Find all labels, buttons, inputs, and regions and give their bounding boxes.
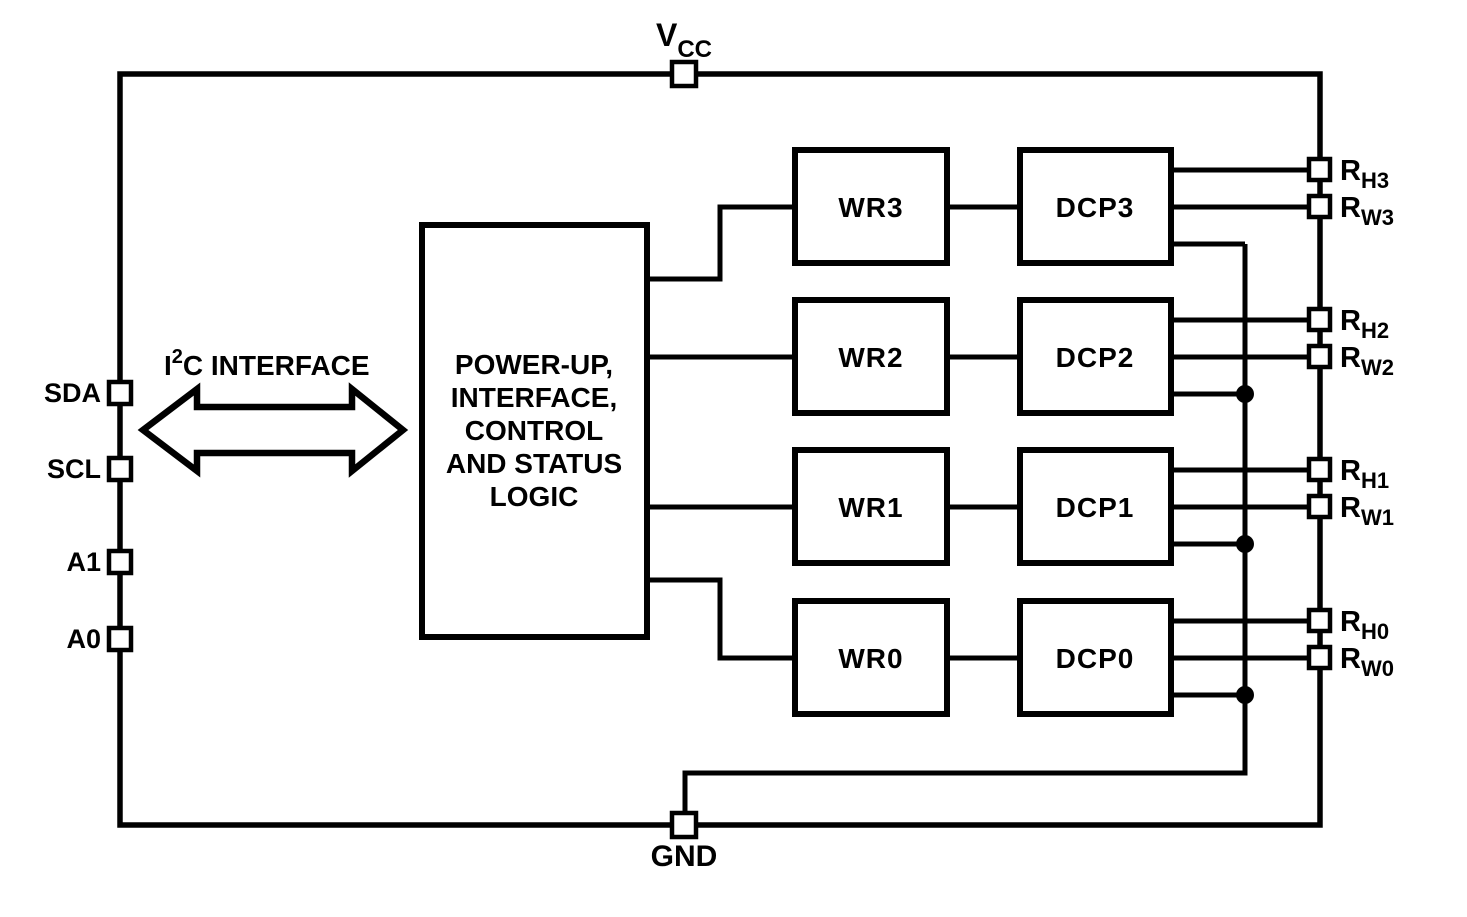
junction-dot-dcp1-low: [1236, 535, 1254, 553]
rh2-pin: [1306, 306, 1333, 333]
wire-ground-bus: [682, 244, 1248, 820]
logic-block-label-line3: CONTROL: [465, 415, 603, 446]
i2c-interface-label: I2C INTERFACE: [164, 346, 370, 381]
i2c-bidirectional-arrow-icon: [137, 382, 409, 478]
sda-label: SDA: [44, 378, 101, 408]
scl-label: SCL: [47, 454, 101, 484]
rw0-pin: [1306, 644, 1333, 671]
wr2-block: [792, 297, 950, 416]
rw3-label: RW3: [1340, 192, 1394, 230]
rw2-label: RW2: [1340, 342, 1394, 380]
rh3-pin: [1306, 156, 1333, 183]
dcp0-label: DCP0: [1056, 643, 1135, 674]
dcp1-label: DCP1: [1056, 492, 1135, 523]
rh1-label: RH1: [1340, 455, 1389, 493]
dcp2-block: [1017, 297, 1174, 416]
dcp3-label: DCP3: [1056, 192, 1135, 223]
wr0-block: [792, 598, 950, 717]
dcp1-block: [1017, 447, 1174, 566]
gnd-pin: [669, 810, 699, 840]
rh0-label: RH0: [1340, 606, 1389, 644]
dcp3-block: [1017, 147, 1174, 266]
logic-block-label-line1: POWER-UP,: [455, 349, 613, 380]
rw3-pin: [1306, 193, 1333, 220]
wr1-block: [792, 447, 950, 566]
wr3-block: [792, 147, 950, 266]
wire-logic-to-wr3: [647, 204, 795, 282]
scl-pin: [106, 455, 134, 483]
package-outline: [117, 71, 1323, 828]
vcc-label: VCC: [656, 17, 712, 63]
rh1-pin: [1306, 456, 1333, 483]
rh0-pin: [1306, 607, 1333, 634]
gnd-label: GND: [651, 840, 718, 873]
rw2-pin: [1306, 343, 1333, 370]
wr3-label: WR3: [838, 192, 903, 223]
a0-label: A0: [66, 624, 101, 654]
wr0-label: WR0: [838, 643, 903, 674]
rw1-pin: [1306, 493, 1333, 520]
logic-block-label-line4: AND STATUS: [446, 448, 622, 479]
dcp0-block: [1017, 598, 1174, 717]
logic-block-label-line2: INTERFACE,: [451, 382, 617, 413]
rh3-label: RH3: [1340, 155, 1389, 193]
vcc-pin: [669, 59, 699, 89]
rw0-label: RW0: [1340, 643, 1394, 681]
a1-label: A1: [66, 547, 101, 577]
junction-dot-dcp0-low: [1236, 686, 1254, 704]
logic-block: [419, 222, 650, 640]
a1-pin: [106, 548, 134, 576]
wire-logic-to-wr0: [647, 577, 795, 661]
sda-pin: [106, 379, 134, 407]
dcp2-label: DCP2: [1056, 342, 1135, 373]
logic-block-label-line5: LOGIC: [490, 481, 579, 512]
a0-pin: [106, 625, 134, 653]
wr2-label: WR2: [838, 342, 903, 373]
rh2-label: RH2: [1340, 305, 1389, 343]
junction-dot-dcp2-low: [1236, 385, 1254, 403]
rw1-label: RW1: [1340, 492, 1394, 530]
wr1-label: WR1: [838, 492, 903, 523]
